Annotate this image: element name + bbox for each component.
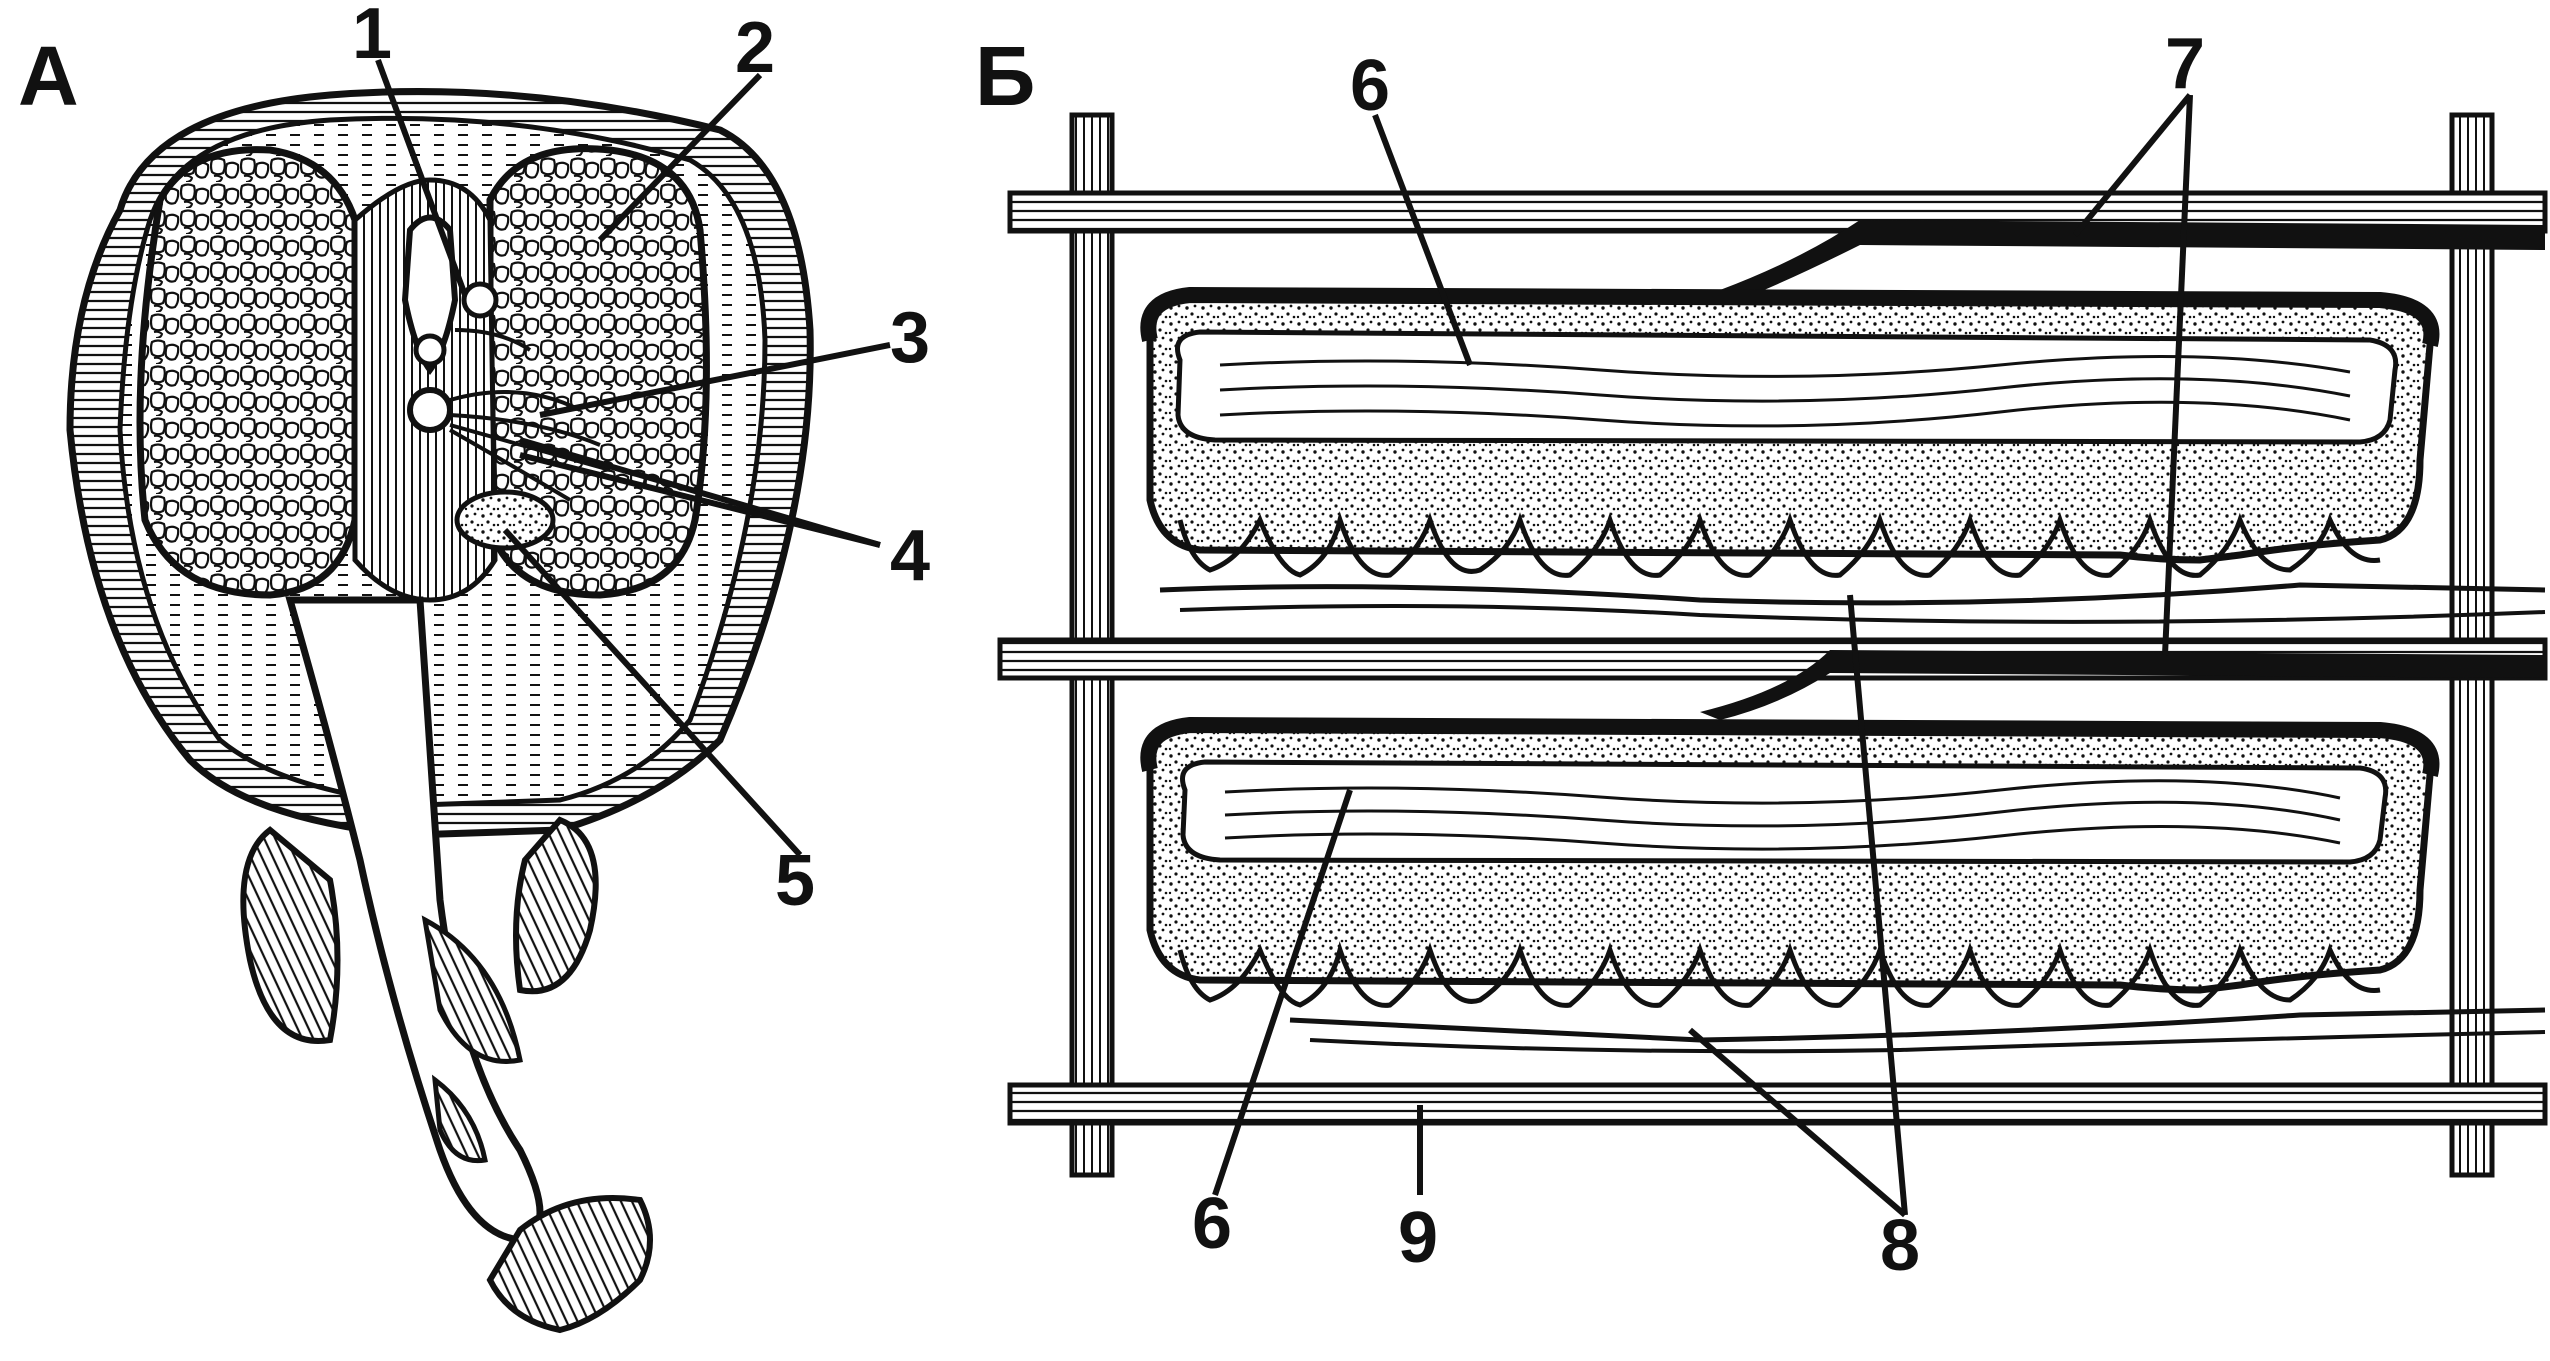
nerve-ganglion (461, 281, 499, 319)
label-3: 3 (890, 298, 930, 378)
brain-lobe-1 (413, 333, 447, 367)
panel-label-a: А (18, 29, 79, 123)
label-6-top: 6 (1350, 46, 1390, 126)
label-8: 8 (1880, 1206, 1920, 1286)
pelvic-fin-left (240, 826, 341, 1044)
label-7: 7 (2165, 24, 2205, 104)
pelvic-fin-right (513, 816, 599, 995)
gill-pocket (454, 489, 556, 551)
label-5: 5 (775, 841, 815, 921)
label-1: 1 (352, 0, 392, 74)
label-4: 4 (890, 516, 930, 596)
label-2: 2 (735, 8, 775, 88)
electroplaque-lower (1140, 716, 2546, 1054)
dorsal-fin-2 (431, 1074, 488, 1164)
figure-labels: А Б 1 2 3 4 5 6 7 6 9 8 (18, 0, 2205, 1286)
electroplaque-upper (1140, 286, 2546, 624)
label-6-bottom: 6 (1192, 1184, 1232, 1264)
panel-b-electroplaques (997, 112, 2548, 1178)
panel-label-b: Б (975, 29, 1035, 123)
caudal-fin (486, 1195, 653, 1334)
label-9: 9 (1398, 1198, 1438, 1278)
dorsal-fin-1 (421, 915, 523, 1064)
leader-lines (375, 58, 2193, 1218)
panel-a-ray-drawing (66, 88, 814, 1334)
nerve-fiber-middle (1700, 650, 2545, 720)
nerve-fiber-top (1720, 220, 2545, 300)
brain-lobe-2 (407, 387, 453, 433)
electric-organ-left (136, 146, 359, 599)
